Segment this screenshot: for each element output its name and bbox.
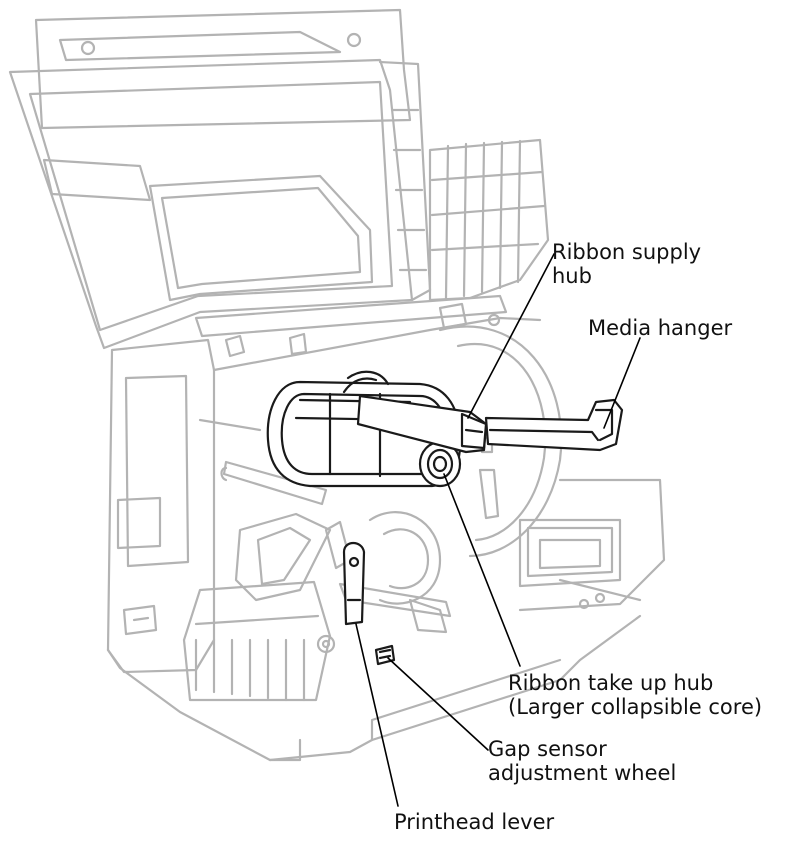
leader-take-up-hub bbox=[443, 473, 521, 667]
leader-ribbon-supply bbox=[467, 253, 555, 419]
side-window bbox=[428, 138, 550, 302]
callout-media-hanger: Media hanger bbox=[588, 316, 732, 340]
rear-hub bbox=[342, 370, 390, 394]
printhead-mechanism bbox=[234, 511, 452, 634]
leader-printhead-lever bbox=[355, 623, 399, 807]
callout-gap-sensor-wheel: Gap sensor adjustment wheel bbox=[488, 737, 676, 785]
leader-gap-sensor bbox=[387, 657, 489, 751]
leader-media-hanger bbox=[603, 337, 641, 429]
top-cover bbox=[8, 8, 432, 350]
callout-printhead-lever: Printhead lever bbox=[394, 810, 554, 834]
printhead-lever bbox=[342, 541, 366, 626]
callout-ribbon-take-up-hub-line2: (Larger collapsible core) bbox=[508, 695, 763, 719]
callout-gap-sensor-wheel-line1: Gap sensor bbox=[488, 737, 607, 761]
callout-ribbon-supply-hub-line1: Ribbon supply bbox=[552, 240, 702, 264]
callout-media-hanger-line1: Media hanger bbox=[588, 316, 733, 340]
callout-ribbon-supply-hub: Ribbon supply hub bbox=[552, 240, 701, 288]
callout-printhead-lever-line1: Printhead lever bbox=[394, 810, 555, 834]
callout-ribbon-take-up-hub-line1: Ribbon take up hub bbox=[508, 671, 714, 695]
ribbon-supply-hub bbox=[356, 394, 488, 454]
callout-gap-sensor-wheel-line2: adjustment wheel bbox=[488, 761, 677, 785]
callout-ribbon-take-up-hub: Ribbon take up hub (Larger collapsible c… bbox=[508, 671, 762, 719]
platen-roller bbox=[182, 580, 336, 702]
media-hanger bbox=[484, 398, 624, 452]
callout-ribbon-supply-hub-line2: hub bbox=[552, 264, 592, 288]
media-tray bbox=[518, 478, 666, 612]
